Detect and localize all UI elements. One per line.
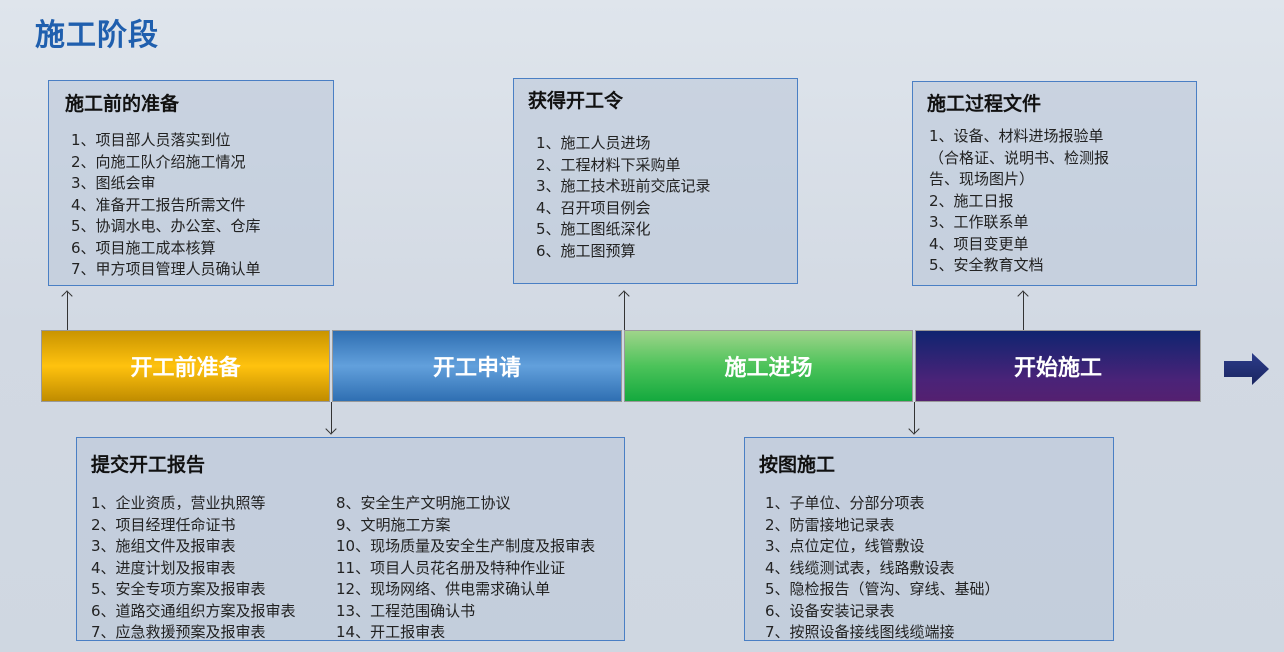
box-list: 1、设备、材料进场报验单 （合格证、说明书、检测报告、现场图片） 2、施工日报 3、工… [927, 126, 1196, 277]
list-item: 2、项目经理任命证书 [91, 515, 236, 534]
list-item: 5、隐检报告（管沟、穿线、基础） [765, 580, 1000, 598]
stage-apply: 开工申请 [332, 330, 622, 402]
arrow-up-prep [67, 292, 68, 330]
list-item: 11、项目人员花名册及特种作业证 [336, 558, 566, 577]
box-title: 提交开工报告 [91, 454, 206, 476]
box-title: 获得开工令 [528, 90, 624, 112]
arrow-up-process [1023, 292, 1024, 330]
list-item: 3、点位定位，线管敷设 [765, 537, 925, 555]
list-item: 4、线缆测试表，线路敷设表 [765, 558, 955, 577]
list-item: 12、现场网络、供电需求确认单 [336, 580, 551, 598]
list-item: 6、设备安装记录表 [765, 601, 895, 620]
list-item: 9、文明施工方案 [336, 515, 451, 534]
list-item: 1、企业资质，营业执照等 [91, 494, 266, 512]
list-item: 4、准备开工报告所需文件 [71, 195, 246, 214]
list-item: 告、现场图片） [929, 170, 1035, 188]
list-item: 3、施组文件及报审表 [91, 537, 236, 555]
list-item: 1、子单位、分部分项表 [765, 494, 925, 512]
stage-prep: 开工前准备 [41, 330, 330, 402]
box-title: 按图施工 [759, 454, 836, 476]
right-arrow-icon [1224, 353, 1269, 385]
box-prep: 施工前的准备 1、项目部人员落实到位 2、向施工队介绍施工情况 3、图纸会审 4、准备… [48, 80, 334, 286]
box-report: 提交开工报告 1、企业资质，营业执照等 2、项目经理任命证书 3、施组文件及报审表 4… [76, 437, 625, 641]
list-item: 13、工程范围确认书 [336, 601, 476, 620]
list-item: 3、施工技术班前交底记录 [536, 177, 711, 195]
list-item: 2、向施工队介绍施工情况 [71, 152, 246, 171]
list-item: 2、工程材料下采购单 [536, 155, 681, 174]
list-item: 1、设备、材料进场报验单 [929, 127, 1104, 145]
list-item: 6、项目施工成本核算 [71, 238, 216, 257]
stage-start: 开始施工 [915, 330, 1201, 402]
list-item: 4、召开项目例会 [536, 198, 651, 217]
box-list-col2: 8、安全生产文明施工协议 9、文明施工方案 10、现场质量及安全生产制度及报审表 11… [336, 493, 595, 644]
arrow-down-report [331, 402, 332, 433]
list-item: 7、应急救援预案及报审表 [91, 623, 266, 641]
box-list-col1: 1、企业资质，营业执照等 2、项目经理任命证书 3、施组文件及报审表 4、进度计划及报… [91, 493, 316, 644]
box-list: 1、施工人员进场 2、工程材料下采购单 3、施工技术班前交底记录 4、召开项目例会 5、… [528, 133, 797, 262]
arrow-up-order [624, 292, 625, 330]
list-item: 7、甲方项目管理人员确认单 [71, 260, 261, 278]
list-item: 2、施工日报 [929, 191, 1014, 210]
list-item: 2、防雷接地记录表 [765, 515, 895, 534]
page-title: 施工阶段 [35, 18, 159, 53]
box-build: 按图施工 1、子单位、分部分项表 2、防雷接地记录表 3、点位定位，线管敷设 4、线缆… [744, 437, 1114, 641]
box-order: 获得开工令 1、施工人员进场 2、工程材料下采购单 3、施工技术班前交底记录 4、召开… [513, 78, 798, 284]
box-title: 施工前的准备 [65, 93, 180, 115]
list-item: 1、施工人员进场 [536, 134, 651, 152]
box-title: 施工过程文件 [927, 93, 1042, 115]
list-item: 5、协调水电、办公室、仓库 [71, 217, 261, 235]
list-item: （合格证、说明书、检测报 [929, 148, 1110, 167]
box-process: 施工过程文件 1、设备、材料进场报验单 （合格证、说明书、检测报告、现场图片） 2、… [912, 81, 1197, 286]
arrow-down-build [914, 402, 915, 433]
list-item: 3、图纸会审 [71, 174, 156, 192]
list-item: 6、道路交通组织方案及报审表 [91, 601, 296, 620]
list-item: 5、安全教育文档 [929, 256, 1044, 274]
list-item: 10、现场质量及安全生产制度及报审表 [336, 537, 596, 555]
stage-enter: 施工进场 [624, 330, 913, 402]
list-item: 14、开工报审表 [336, 623, 446, 641]
box-list: 1、子单位、分部分项表 2、防雷接地记录表 3、点位定位，线管敷设 4、线缆测试表，线… [759, 493, 1113, 644]
list-item: 4、进度计划及报审表 [91, 558, 236, 577]
list-item: 5、安全专项方案及报审表 [91, 580, 266, 598]
box-list: 1、项目部人员落实到位 2、向施工队介绍施工情况 3、图纸会审 4、准备开工报告所需文… [65, 130, 333, 281]
list-item: 1、项目部人员落实到位 [71, 131, 231, 149]
list-item: 8、安全生产文明施工协议 [336, 494, 511, 512]
list-item: 5、施工图纸深化 [536, 220, 651, 238]
list-item: 3、工作联系单 [929, 213, 1029, 231]
list-item: 6、施工图预算 [536, 241, 636, 260]
list-item: 4、项目变更单 [929, 234, 1029, 253]
list-item: 7、按照设备接线图线缆端接 [765, 623, 955, 641]
